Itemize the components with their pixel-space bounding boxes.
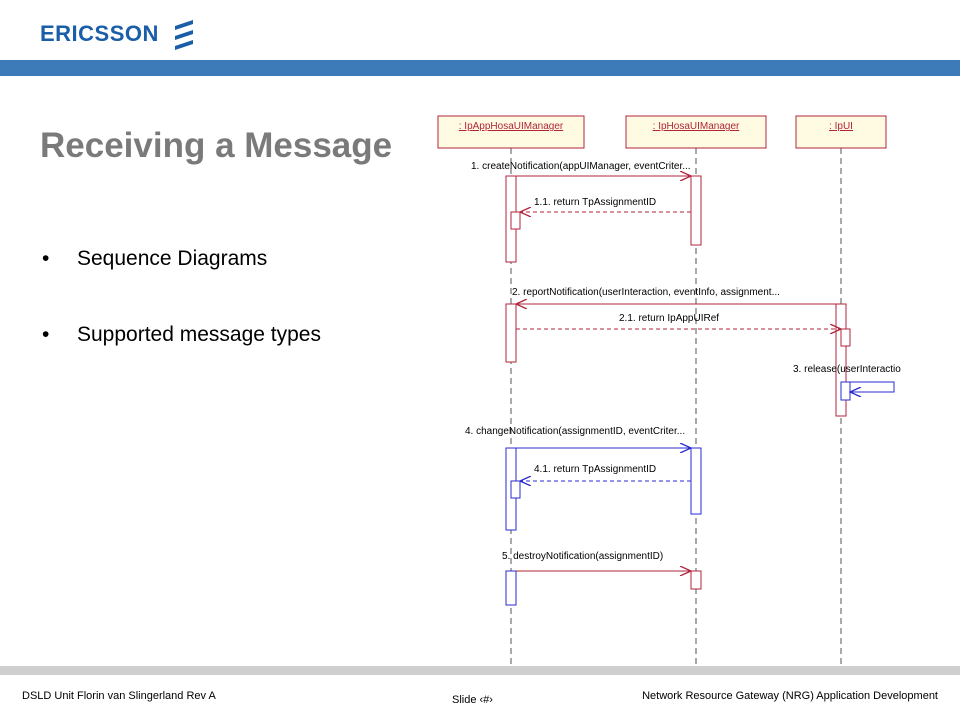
lifeline-label: : IpAppHosaUIManager	[459, 121, 564, 132]
footer-author: DSLD Unit Florin van Slingerland Rev A	[22, 690, 216, 702]
bullet-dot-icon: •	[42, 323, 50, 346]
footer-course-title: Network Resource Gateway (NRG) Applicati…	[642, 690, 938, 702]
bullet-text: Sequence Diagrams	[77, 247, 268, 270]
lifeline-label: : IpHosaUIManager	[653, 121, 740, 132]
message-label: 4. changeNotification(assignmentID, even…	[465, 426, 685, 437]
ericsson-mark-icon	[174, 20, 193, 50]
lifeline-label: : IpUI	[829, 121, 853, 132]
sequence-diagram: : IpAppHosaUIManager : IpHosaUIManager :…	[437, 115, 901, 664]
bullet-item: • Sequence Diagrams	[40, 243, 321, 275]
logo-text: ERICSSON	[40, 21, 159, 46]
message-label: 4.1. return TpAssignmentID	[534, 464, 656, 475]
slide-number: Slide ‹#›	[452, 694, 493, 706]
message-label: 2.1. return IpAppUIRef	[619, 313, 719, 324]
message-label: 2. reportNotification(userInteraction, e…	[512, 287, 780, 298]
message-label: 1.1. return TpAssignmentID	[534, 197, 656, 208]
self-message-arrow	[846, 381, 895, 392]
bullet-text: Supported message types	[77, 323, 321, 346]
bullet-item: • Supported message types	[40, 319, 321, 351]
lifeline-ipui: : IpUI	[795, 115, 887, 664]
ericsson-logo: ERICSSON	[40, 14, 195, 54]
activation-bars-blue	[505, 381, 851, 606]
header-bar	[0, 60, 960, 76]
message-label: 3. release(userInteractio	[793, 364, 901, 375]
slide-title: Receiving a Message	[40, 126, 393, 165]
message-label: 5. destroyNotification(assignmentID)	[502, 551, 663, 562]
footer-bar	[0, 666, 960, 675]
activation-bars-red	[505, 175, 851, 590]
message-label: 1. createNotification(appUIManager, even…	[471, 161, 691, 172]
bullet-list: • Sequence Diagrams • Supported message ty…	[40, 243, 321, 395]
bullet-dot-icon: •	[42, 247, 50, 270]
